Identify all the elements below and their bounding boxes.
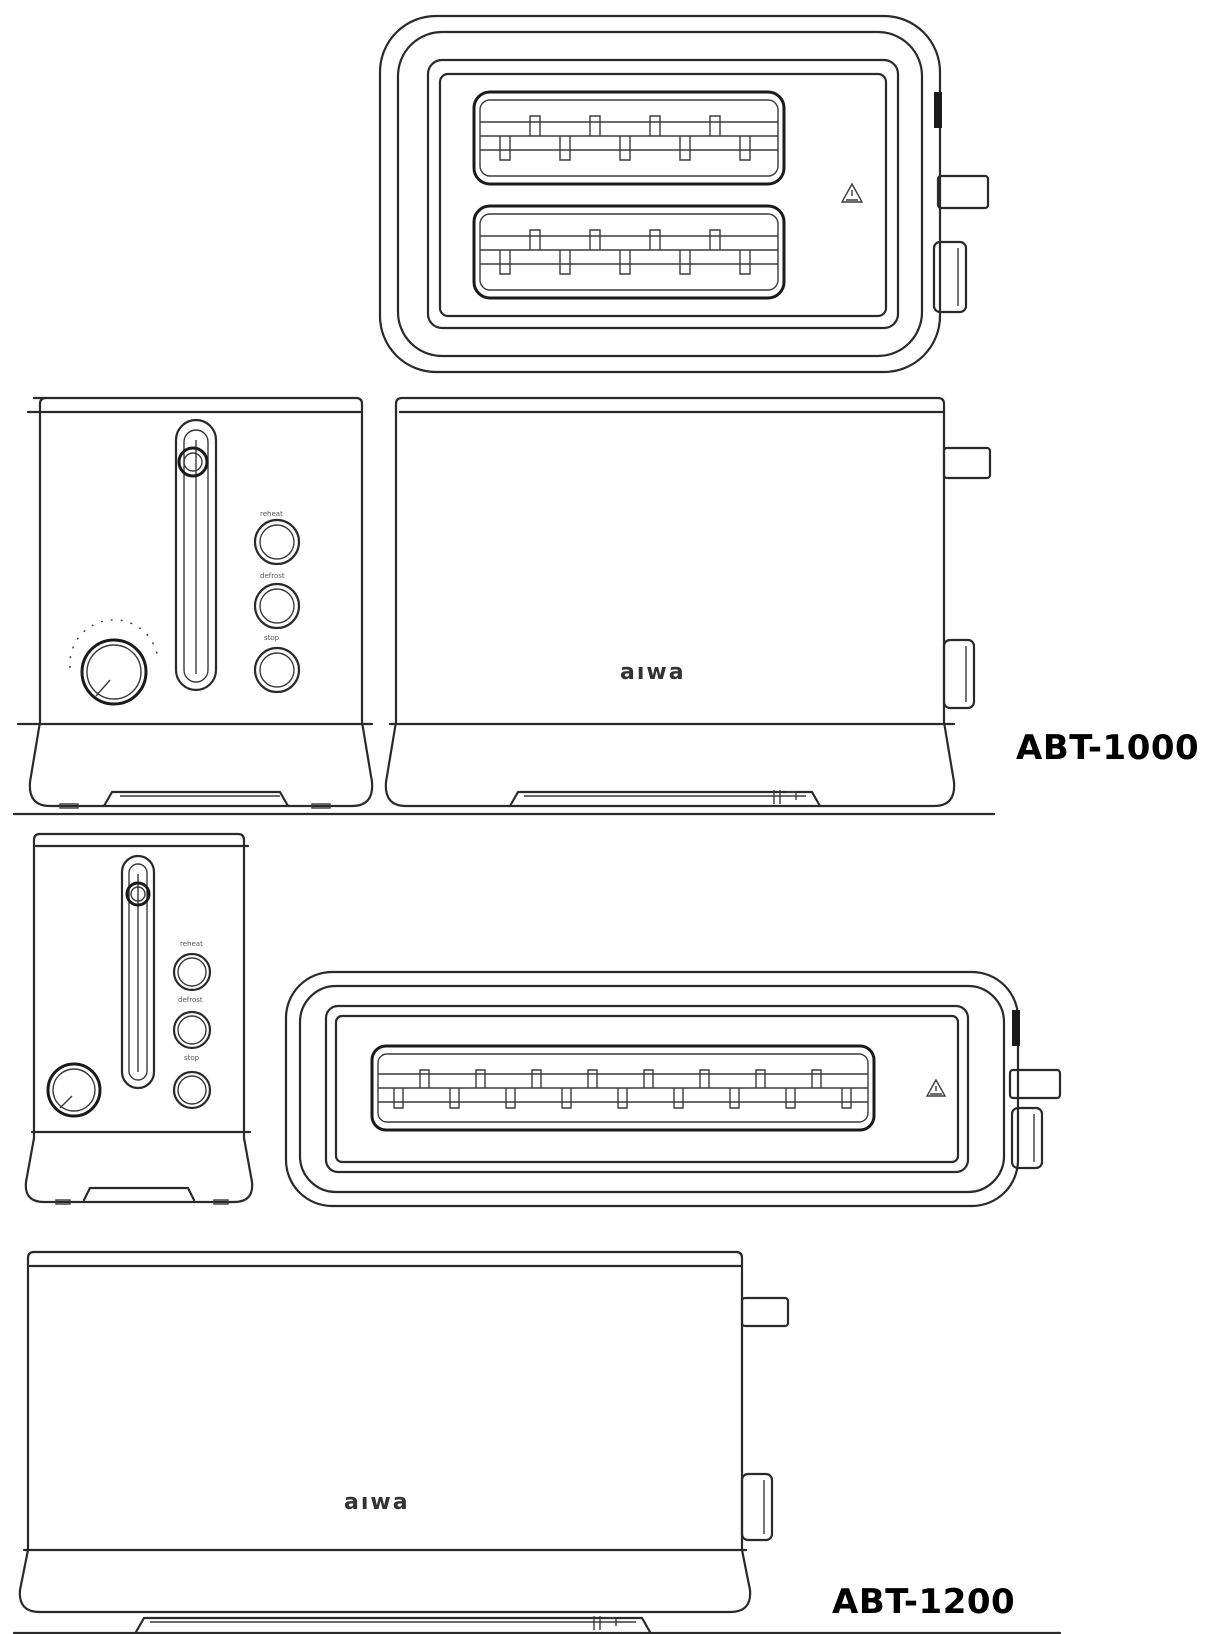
svg-text:stop: stop bbox=[264, 634, 280, 642]
abt-1000-top-view bbox=[378, 14, 990, 374]
svg-text:reheat: reheat bbox=[180, 940, 203, 948]
abt-1000-side-view bbox=[384, 396, 992, 808]
svg-text:reheat: reheat bbox=[260, 510, 283, 518]
warning-triangle-icon bbox=[840, 182, 864, 203]
abt-1000-front-view: reheat defrost stop bbox=[16, 396, 374, 809]
svg-text:defrost: defrost bbox=[178, 996, 203, 1004]
long-bread-slot bbox=[370, 1044, 876, 1132]
bread-slot-1 bbox=[472, 90, 786, 186]
model-label-abt-1000: ABT-1000 bbox=[1016, 728, 1200, 768]
warning-triangle-icon-2 bbox=[925, 1078, 947, 1097]
abt-1200-side-view bbox=[18, 1250, 790, 1634]
svg-text:stop: stop bbox=[184, 1054, 200, 1062]
brand-logo-abt-1200: aıwa bbox=[344, 1490, 410, 1515]
abt-1200-front-view: reheat defrost stop bbox=[24, 832, 254, 1205]
bread-slot-2 bbox=[472, 204, 786, 300]
model-label-abt-1200: ABT-1200 bbox=[832, 1582, 1016, 1622]
brand-logo-abt-1000: aıwa bbox=[620, 660, 686, 685]
abt-1200-top-view bbox=[284, 970, 1062, 1208]
svg-text:defrost: defrost bbox=[260, 572, 285, 580]
